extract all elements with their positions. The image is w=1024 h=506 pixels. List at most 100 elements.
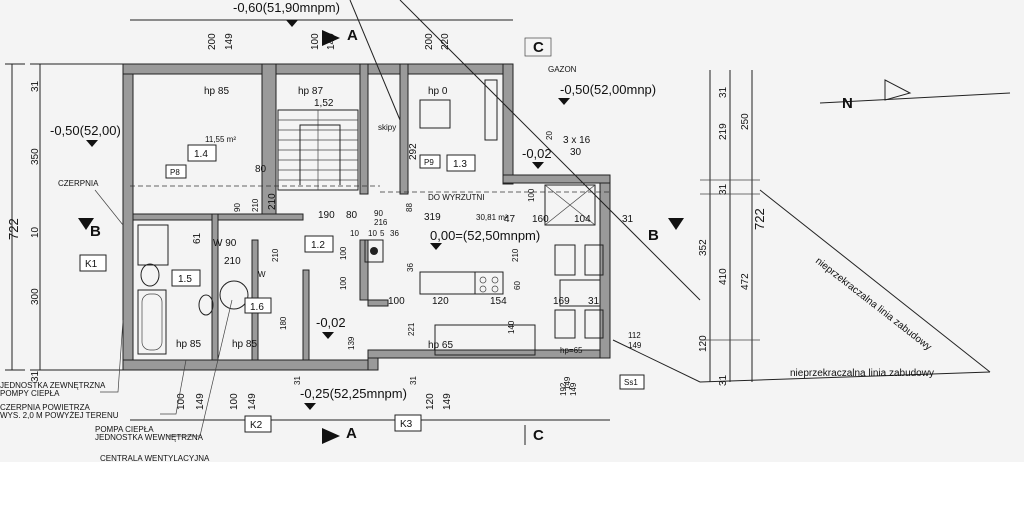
dimension-label: 220 [440, 33, 451, 50]
dimension-label: 149 [569, 382, 578, 396]
dimension-label: 120 [425, 393, 436, 410]
level-top: -0,60(51,90mnpm) [233, 0, 340, 15]
tag-k3: K3 [400, 419, 413, 430]
dimension-label: 36 [406, 263, 415, 272]
note-air-intake-b: WYS. 2,0 M POWYŻEJ TERENU [0, 411, 119, 420]
dimension-label: 210 [251, 198, 260, 212]
height-1-52: 1,52 [314, 98, 334, 109]
dimension-label: W [258, 270, 266, 279]
dimension-label: 10 [30, 226, 41, 238]
dimension-label: 31 [409, 376, 418, 385]
dimension-label: 180 [279, 316, 288, 330]
dimension-label: 100 [229, 393, 240, 410]
dimension-label: 31 [718, 183, 729, 195]
room-1-3: 1.3 [453, 159, 467, 170]
dimension-label: 350 [30, 148, 41, 165]
section-b-right: B [648, 227, 659, 244]
dimension-label: 200 [207, 33, 218, 50]
dimension-label: 319 [424, 212, 441, 223]
hp-65: hp 65 [428, 340, 453, 351]
level-left: -0,50(52,00) [50, 123, 121, 138]
top-dimensions: 200 149 100 149 200 220 [207, 33, 451, 50]
dimension-label: 149 [628, 341, 642, 350]
dimension-label: 292 [408, 143, 419, 160]
dimension-label: 112 [628, 331, 641, 340]
dimension-label: 149 [195, 393, 206, 410]
dimension-label: 31 [293, 376, 302, 385]
room-1-2: 1.2 [311, 240, 325, 251]
dimension-label: 31 [30, 370, 41, 382]
dimension-label: 100 [339, 246, 348, 260]
section-c-top: C [533, 39, 544, 56]
note-building-line-1: nieprzekraczalna linia zabudowy [790, 368, 934, 379]
dimension-label: 3 x 16 [563, 135, 591, 146]
right-dimensions: 722 31 219 31 352 410 120 31 250 472 [698, 86, 767, 386]
note-ventilation: CENTRALA WENTYLACYJNA [100, 454, 210, 463]
dimension-label: 722 [6, 218, 21, 240]
dimension-label: 221 [407, 322, 416, 336]
dimension-label: W 90 [213, 238, 237, 249]
level-small-bottom: -0,02 [316, 315, 346, 330]
dimension-label: 169 [553, 296, 570, 307]
dimension-label: 31 [718, 86, 729, 98]
dimension-label: 100 [176, 393, 187, 410]
note-gazon: GAZON [548, 65, 577, 74]
dimension-label: 250 [740, 113, 751, 130]
dimension-label: 80 [346, 210, 358, 221]
dimension-label: 192 [559, 382, 568, 396]
dimension-label: 210 [224, 256, 241, 267]
dimension-label: 120 [698, 335, 709, 352]
section-a-bottom: A [346, 425, 357, 442]
hp-0: hp 0 [428, 86, 448, 97]
dimension-label: 31 [718, 374, 729, 386]
dimension-label: 140 [507, 320, 516, 334]
dimension-label: 200 [424, 33, 435, 50]
dimension-label: 100 [388, 296, 405, 307]
tags: K1 K2 K3 Ss1 P8 P9 [79, 154, 645, 433]
dimension-label: 100 [339, 276, 348, 290]
dimension-label: 31 [622, 214, 634, 225]
dimension-label: 149 [326, 33, 337, 50]
tag-ss1: Ss1 [624, 378, 638, 387]
inner-dimensions: 80 210 190 80 292 319 47 160 104 31 90 2… [192, 131, 642, 350]
dimension-label: 352 [698, 239, 709, 256]
dimension-label: 210 [511, 248, 520, 262]
dimension-label: 210 [271, 248, 280, 262]
level-bottom: -0,25(52,25mnpm) [300, 386, 407, 401]
hp-87: hp 87 [298, 86, 323, 97]
section-c-bottom: C [533, 427, 544, 444]
section-markers: A A B B C C [78, 27, 684, 445]
room-1-6: 1.6 [250, 302, 264, 313]
north-label: N [842, 95, 853, 112]
dimension-label: 149 [563, 376, 572, 390]
dimension-label: 104 [574, 214, 591, 225]
site-lines [130, 0, 991, 383]
dimension-label: 90 [233, 203, 242, 212]
dimension-label: 5 [380, 229, 385, 238]
note-heat-pump: POMPA CIEPŁA [95, 425, 154, 434]
section-a-top: A [347, 27, 358, 44]
dimension-label: 149 [247, 393, 258, 410]
height-labels: hp 85 hp 87 1,52 hp 0 hp 85 hp 85 hp 65 … [176, 86, 583, 355]
level-main: 0,00=(52,50mnpm) [430, 228, 540, 243]
dimension-label: 30 [570, 147, 582, 158]
note-czerpnia: CZERPNIA [58, 179, 99, 188]
level-top-right: -0,50(52,00mnp) [560, 82, 656, 97]
dimension-lines [5, 19, 760, 421]
dimension-label: 219 [718, 123, 729, 140]
note-heat-pump-b: JEDNOSTKA WEWNĘTRZNA [95, 433, 204, 442]
hp-85-bottom-left: hp 85 [176, 339, 201, 350]
hp-65-b: hp=65 [560, 346, 583, 355]
room-1-4: 1.4 [194, 149, 208, 160]
note-outdoor-unit: JEDNOSTKA ZEWNĘTRZNA [0, 381, 106, 390]
dimension-label: 100 [310, 33, 321, 50]
dimension-label: 120 [432, 296, 449, 307]
note-outdoor-unit-b: POMPY CIEPŁA [0, 389, 60, 398]
dimension-label: 722 [752, 208, 767, 230]
dimension-label: 10 [368, 229, 377, 238]
hp-85-bottom-mid: hp 85 [232, 339, 257, 350]
note-skipy: skipy [378, 123, 396, 132]
level-small-right: -0,02 [522, 146, 552, 161]
dimension-label: 149 [442, 393, 453, 410]
